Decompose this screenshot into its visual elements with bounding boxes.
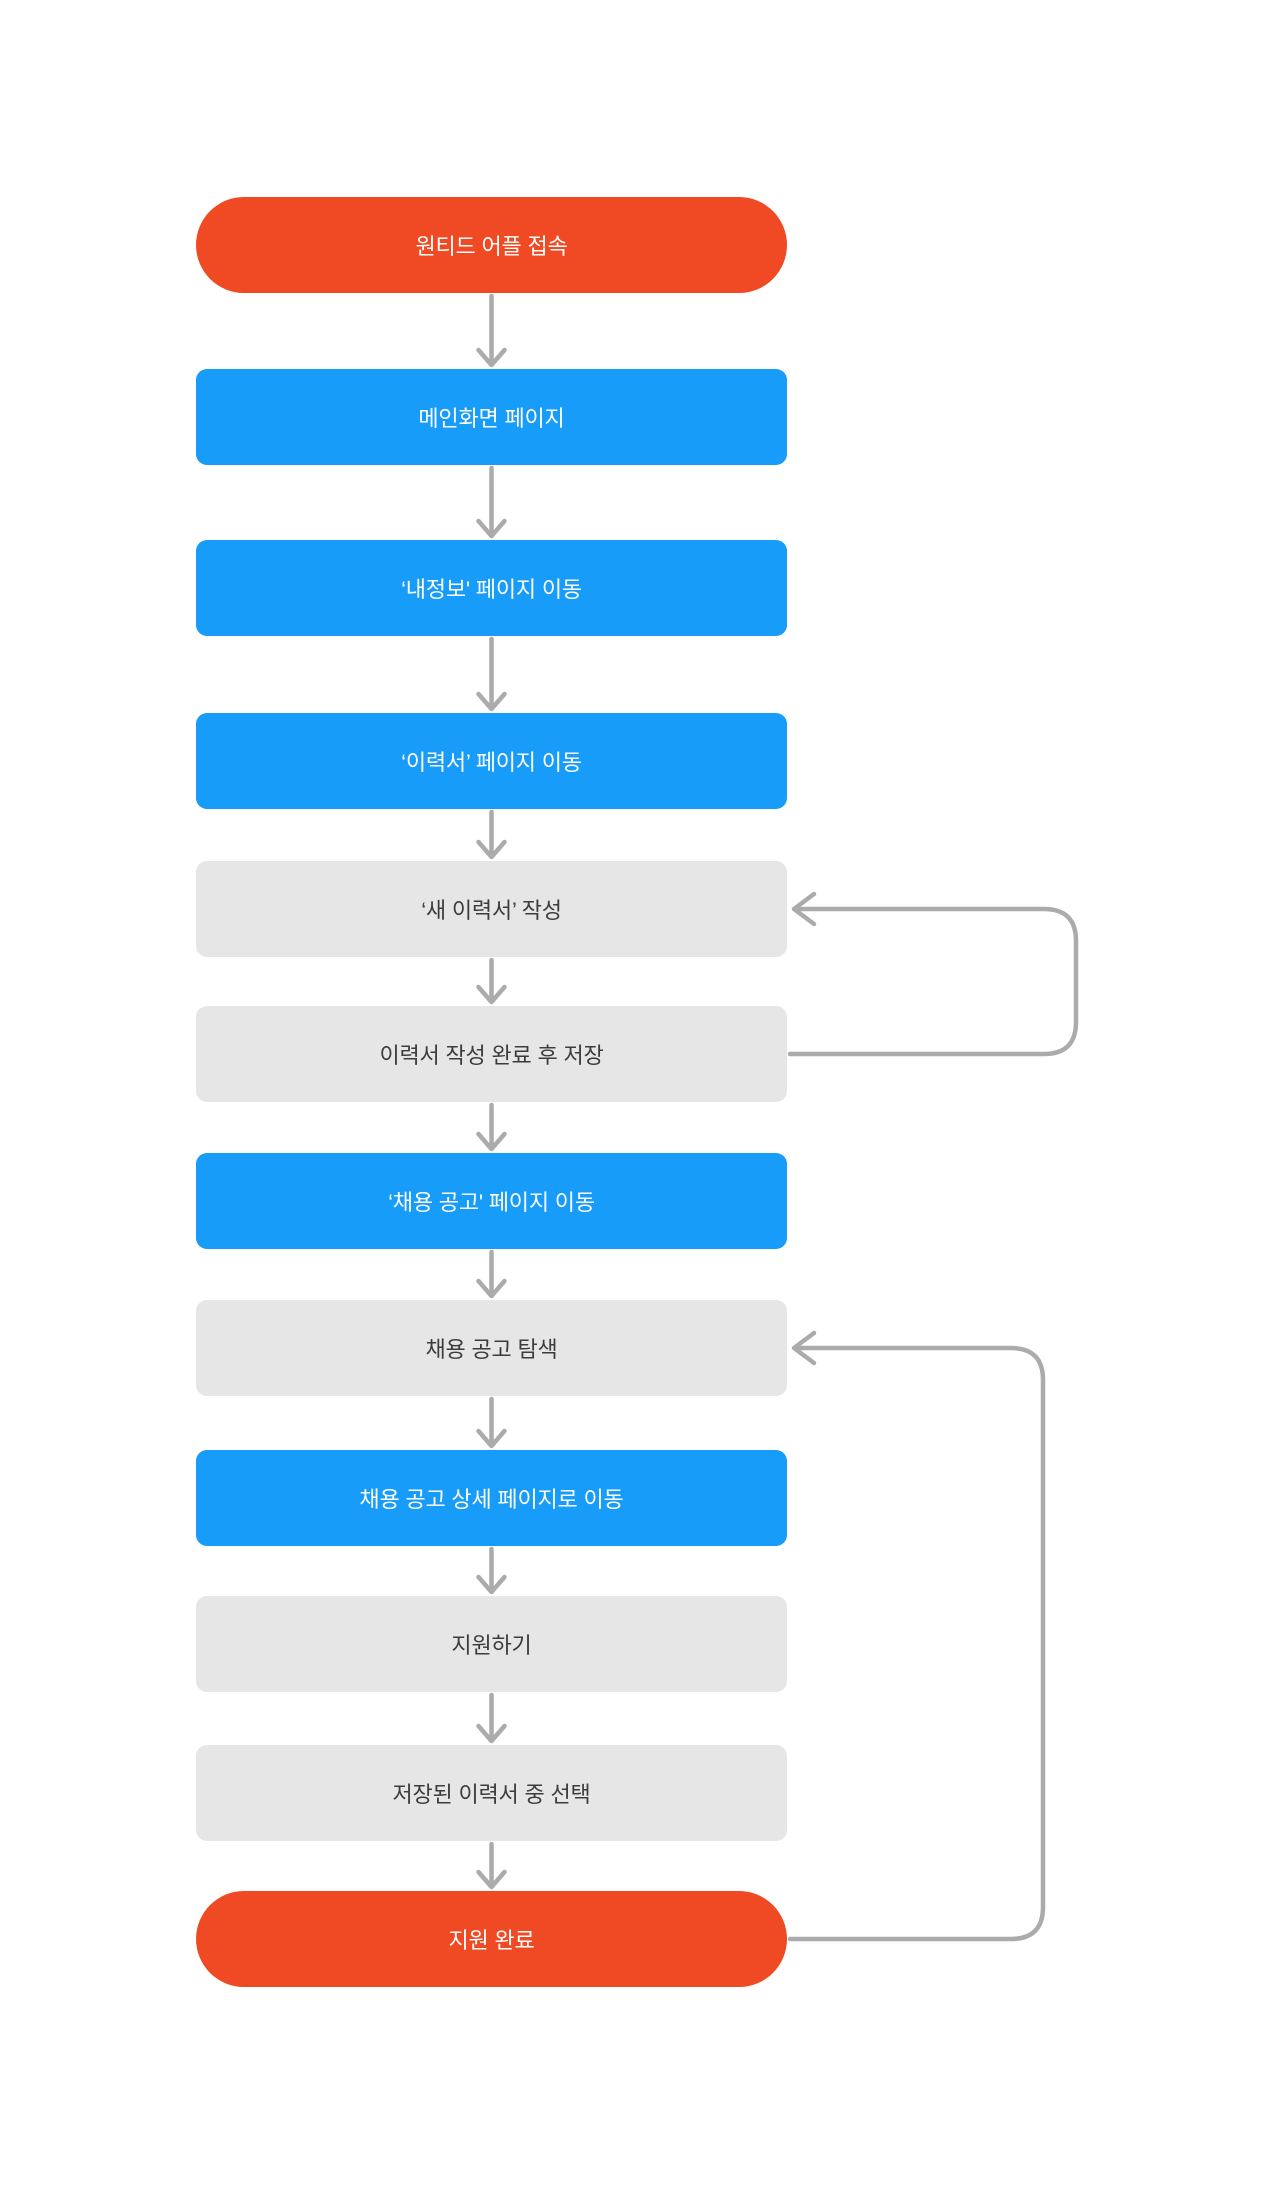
- flow-arrow-5: [476, 957, 507, 1005]
- node-label: 지원하기: [451, 1633, 532, 1658]
- flow-arrow-10: [476, 1692, 507, 1744]
- loop-arrow-complete-to-browse: [787, 1330, 1046, 1942]
- node-label: 지원 완료: [448, 1928, 535, 1953]
- node-label: 메인화면 페이지: [418, 406, 565, 431]
- node-job-postings-page: ‘채용 공고' 페이지 이동: [196, 1153, 787, 1249]
- loop-arrow-save-to-new-resume: [787, 891, 1079, 1057]
- node-label: ‘새 이력서’ 작성: [421, 898, 562, 923]
- flow-arrow-2: [476, 465, 507, 539]
- flow-arrow-4: [476, 809, 507, 860]
- flow-arrow-9: [476, 1546, 507, 1595]
- node-label: ‘이력서’ 페이지 이동: [401, 750, 582, 775]
- node-apply: 지원하기: [196, 1596, 787, 1692]
- flow-arrow-6: [476, 1102, 507, 1152]
- node-new-resume: ‘새 이력서’ 작성: [196, 861, 787, 957]
- node-apply-complete: 지원 완료: [196, 1891, 787, 1987]
- flow-arrow-11: [476, 1841, 507, 1890]
- node-label: 채용 공고 탐색: [425, 1337, 558, 1362]
- flow-arrow-3: [476, 636, 507, 712]
- flow-arrow-8: [476, 1396, 507, 1449]
- node-select-saved-resume: 저장된 이력서 중 선택: [196, 1745, 787, 1841]
- node-save-resume: 이력서 작성 완료 후 저장: [196, 1006, 787, 1102]
- node-label: 채용 공고 상세 페이지로 이동: [359, 1487, 624, 1512]
- node-resume-page: ‘이력서’ 페이지 이동: [196, 713, 787, 809]
- node-main-screen: 메인화면 페이지: [196, 369, 787, 465]
- node-label: ‘내정보' 페이지 이동: [401, 577, 582, 602]
- node-label: 원티드 어플 접속: [415, 234, 568, 259]
- node-label: ‘채용 공고' 페이지 이동: [388, 1190, 595, 1215]
- flow-arrow-1: [476, 293, 507, 368]
- node-posting-detail: 채용 공고 상세 페이지로 이동: [196, 1450, 787, 1546]
- node-label: 이력서 작성 완료 후 저장: [379, 1043, 604, 1068]
- node-browse-postings: 채용 공고 탐색: [196, 1300, 787, 1396]
- node-label: 저장된 이력서 중 선택: [392, 1782, 591, 1807]
- flow-arrow-7: [476, 1249, 507, 1299]
- node-app-access: 원티드 어플 접속: [196, 197, 787, 293]
- node-my-info-page: ‘내정보' 페이지 이동: [196, 540, 787, 636]
